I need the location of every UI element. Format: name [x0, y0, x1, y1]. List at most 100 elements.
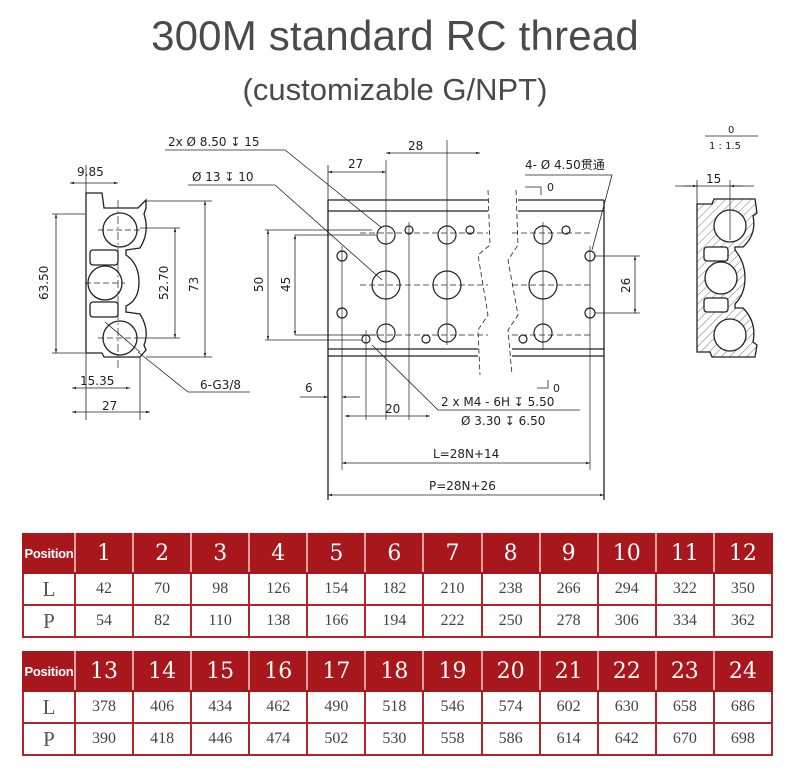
value-cell: 266	[538, 572, 599, 606]
left-view-labels: 9.85 63.50 52.70 73 15.35 27 6-G3/8	[37, 165, 241, 413]
dim-span-20: 20	[385, 402, 400, 416]
page-title: 300M standard RC thread	[151, 12, 639, 59]
value-cell: 546	[422, 690, 483, 724]
value-cell: 558	[422, 722, 483, 756]
value-cell: 82	[132, 604, 193, 638]
dim-27: 27	[102, 399, 117, 413]
value-cell: 502	[306, 722, 367, 756]
value-cell: 658	[654, 690, 715, 724]
value-cell: 390	[73, 722, 135, 756]
position-cell: 13	[73, 651, 135, 692]
thread-callout-g3-8: 6-G3/8	[200, 378, 241, 392]
callout-bore-13: Ø 13 ↧ 10	[192, 170, 253, 184]
position-cell: 16	[248, 651, 309, 692]
value-cell: 586	[480, 722, 541, 756]
value-cell: 490	[306, 690, 367, 724]
row-label: L	[22, 572, 76, 606]
position-cell: 15	[190, 651, 251, 692]
value-cell: 418	[132, 722, 193, 756]
value-cell: 98	[190, 572, 251, 606]
value-cell: 698	[712, 722, 774, 756]
value-cell: 250	[480, 604, 541, 638]
position-cell: 17	[306, 651, 367, 692]
value-cell: 222	[422, 604, 483, 638]
value-cell: 614	[538, 722, 599, 756]
position-label: Position	[22, 533, 76, 574]
value-cell: 530	[364, 722, 425, 756]
left-view-dimensions	[52, 165, 250, 420]
position-cell: 6	[364, 533, 425, 574]
front-view-dimensions	[165, 149, 640, 497]
position-header-row: Position 1 2 3 4 5 6 7 8 9 10 11 12	[22, 533, 774, 574]
value-cell: 350	[712, 572, 774, 606]
value-cell: 110	[190, 604, 251, 638]
table-row-L: L 42 70 98 126 154 182 210 238 266 294 3…	[22, 572, 774, 606]
page-subtitle: (customizable G/NPT)	[242, 72, 548, 107]
dim-pitch-28: 28	[408, 139, 423, 153]
front-view-labels: 2x Ø 8.50 ↧ 15 Ø 13 ↧ 10 4- Ø 4.50贯通 2 x…	[168, 135, 633, 493]
position-cell: 21	[538, 651, 599, 692]
position-cell: 22	[596, 651, 657, 692]
dim-15: 15	[706, 172, 721, 186]
value-cell: 574	[480, 690, 541, 724]
value-cell: 294	[596, 572, 657, 606]
position-cell: 12	[712, 533, 774, 574]
front-view	[327, 140, 605, 500]
value-cell: 642	[596, 722, 657, 756]
position-header-row: Position 13 14 15 16 17 18 19 20 21 22 2…	[22, 651, 774, 692]
position-cell: 14	[132, 651, 193, 692]
position-cell: 7	[422, 533, 483, 574]
table-row-P: P 54 82 110 138 166 194 222 250 278 306 …	[22, 604, 774, 638]
formula-L: L=28N+14	[433, 447, 499, 461]
right-view-labels: 0 1 : 1.5 15	[706, 125, 741, 186]
technical-drawing: 9.85 63.50 52.70 73 15.35 27 6-G3/8	[37, 125, 758, 500]
position-label: Position	[22, 651, 76, 692]
position-cell: 8	[480, 533, 541, 574]
value-cell: 126	[248, 572, 309, 606]
position-cell: 19	[422, 651, 483, 692]
position-cell: 11	[654, 533, 715, 574]
dim-73: 73	[187, 277, 201, 292]
callout-thread-m4: 2 x M4 - 6H ↧ 5.50	[441, 395, 554, 409]
table-row-P: P 390 418 446 474 502 530 558 586 614 64…	[22, 722, 774, 756]
value-cell: 138	[248, 604, 309, 638]
position-cell: 9	[538, 533, 599, 574]
value-cell: 406	[132, 690, 193, 724]
section-mark-top: 0	[547, 181, 554, 194]
scale-top-mark: 0	[728, 125, 734, 136]
dim-63-50: 63.50	[37, 266, 51, 300]
row-label: P	[22, 604, 76, 638]
position-cell: 4	[248, 533, 309, 574]
position-cell: 10	[596, 533, 657, 574]
left-profile-view	[85, 192, 147, 370]
value-cell: 378	[73, 690, 135, 724]
position-cell: 24	[712, 651, 774, 692]
dim-height-26: 26	[619, 278, 633, 293]
dim-52-70: 52.70	[157, 266, 171, 300]
position-cell: 3	[190, 533, 251, 574]
value-cell: 630	[596, 690, 657, 724]
value-cell: 518	[364, 690, 425, 724]
value-cell: 686	[712, 690, 774, 724]
row-label: P	[22, 722, 76, 756]
dim-offset-27: 27	[348, 157, 363, 171]
right-view-dimensions	[675, 135, 758, 204]
position-cell: 2	[132, 533, 193, 574]
value-cell: 602	[538, 690, 599, 724]
value-cell: 166	[306, 604, 367, 638]
position-cell: 5	[306, 533, 367, 574]
right-section-view	[696, 180, 758, 358]
value-cell: 238	[480, 572, 541, 606]
length-table-1-12: Position 1 2 3 4 5 6 7 8 9 10 11 12 L 42…	[22, 533, 774, 638]
dim-height-50: 50	[252, 277, 266, 292]
dim-15-35: 15.35	[80, 374, 114, 388]
scale-label: 1 : 1.5	[709, 141, 741, 152]
value-cell: 70	[132, 572, 193, 606]
table-row-L: L 378 406 434 462 490 518 546 574 602 63…	[22, 690, 774, 724]
row-label: L	[22, 690, 76, 724]
value-cell: 446	[190, 722, 251, 756]
value-cell: 42	[73, 572, 135, 606]
formula-P: P=28N+26	[429, 479, 496, 493]
value-cell: 306	[596, 604, 657, 638]
value-cell: 322	[654, 572, 715, 606]
